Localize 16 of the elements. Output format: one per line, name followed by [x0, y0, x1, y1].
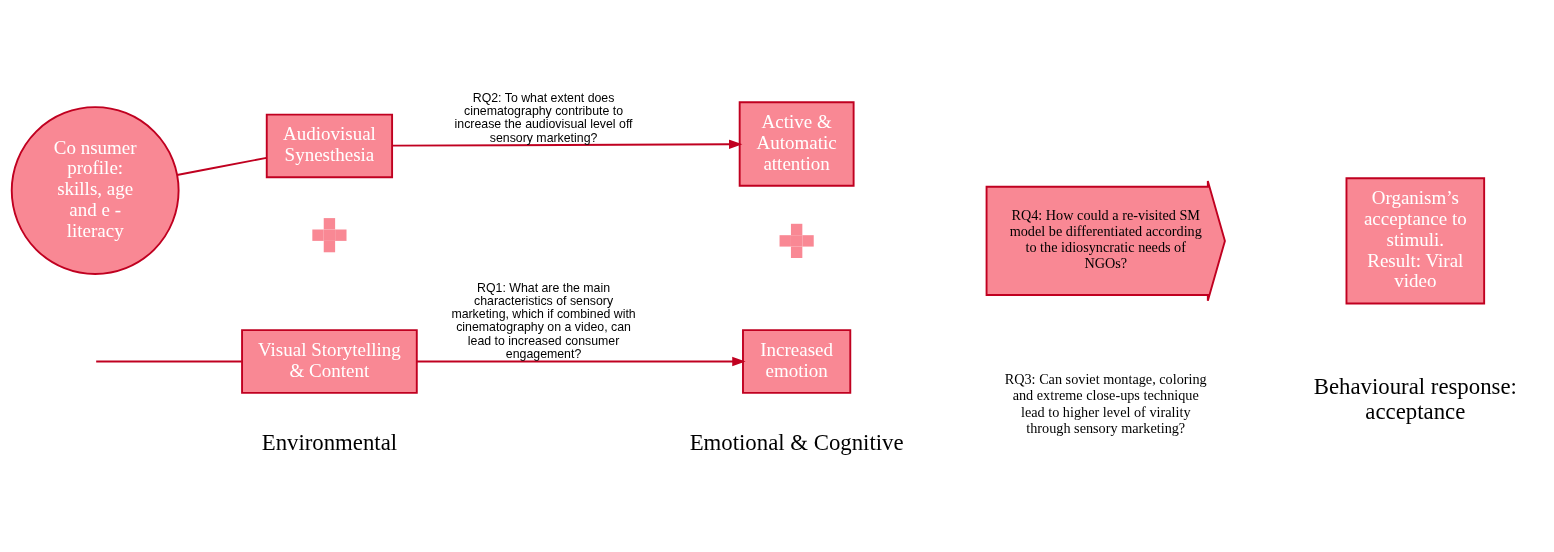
label: Environmental	[261, 429, 398, 455]
arrow	[415, 356, 746, 366]
node-circle: Co nsumer profile: skills, age and e - literacy	[10, 105, 180, 275]
arrow	[391, 139, 743, 149]
node-box: Visual Storytelling & Content	[241, 328, 418, 394]
label: RQ3: Can soviet montage, coloring and extreme close-ups technique lead to higher level of virality through sensory marketing?	[1004, 370, 1207, 436]
label: Emotional & Cognitive	[689, 429, 904, 455]
label: Behavioural response: acceptance	[1313, 373, 1517, 424]
node-box: Organism’s acceptance to stimuli. Result: Viral video	[1345, 176, 1486, 304]
node-box: Increased emotion	[742, 328, 852, 394]
node-box: Active & Automatic attention	[738, 100, 855, 187]
edge-label: RQ2: To what extent does cinematography contribute to increase the audiovisual level off sensory marketing?	[454, 90, 633, 145]
edge-label: RQ1: What are the main characteristics of sensory marketing, which if combined with cinematography on a video, can lead to increased consumer engagement?	[451, 280, 636, 361]
connector	[95, 360, 243, 362]
connector	[176, 156, 268, 176]
node-box: Audiovisual Synesthesia	[265, 113, 394, 178]
